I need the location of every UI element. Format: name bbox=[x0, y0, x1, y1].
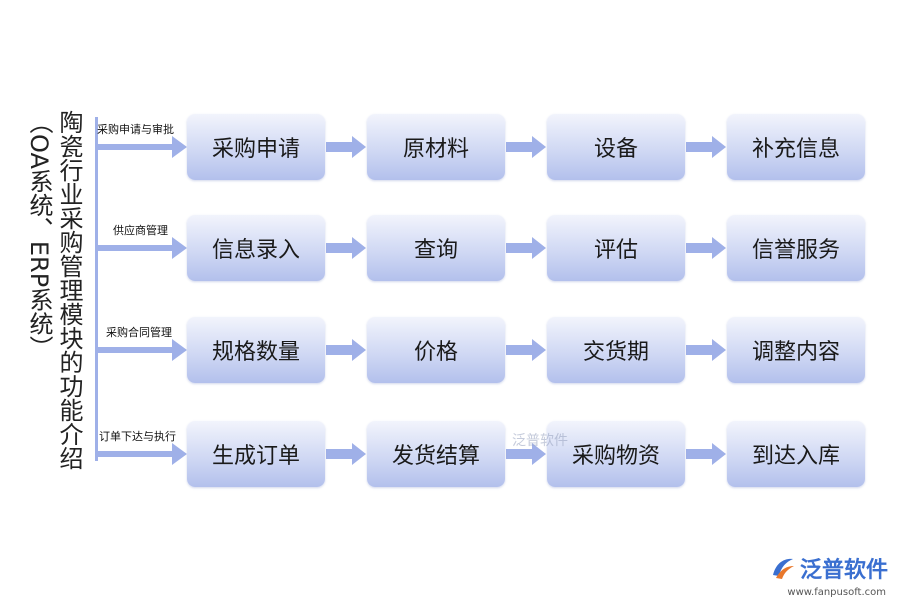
step-box-3-3: 交货期 bbox=[547, 317, 685, 383]
step-arrow-1-1 bbox=[326, 136, 366, 158]
branch-arrow-1 bbox=[96, 136, 187, 158]
step-box-1-3: 设备 bbox=[547, 114, 685, 180]
step-box-3-1: 规格数量 bbox=[187, 317, 325, 383]
branch-arrow-3 bbox=[96, 339, 187, 361]
branch-arrow-4 bbox=[96, 443, 187, 465]
connector-trunk bbox=[95, 117, 98, 461]
logo-url: www.fanpusoft.com bbox=[787, 587, 886, 598]
step-box-2-4: 信誉服务 bbox=[727, 215, 865, 281]
branch-label-1: 采购申请与审批 bbox=[97, 123, 174, 136]
step-arrow-2-2 bbox=[506, 237, 546, 259]
step-arrow-2-1 bbox=[326, 237, 366, 259]
step-box-4-3: 采购物资 bbox=[547, 421, 685, 487]
step-box-2-3: 评估 bbox=[547, 215, 685, 281]
branch-label-2: 供应商管理 bbox=[113, 224, 168, 237]
step-box-1-1: 采购申请 bbox=[187, 114, 325, 180]
step-arrow-3-1 bbox=[326, 339, 366, 361]
step-box-4-1: 生成订单 bbox=[187, 421, 325, 487]
step-box-2-2: 查询 bbox=[367, 215, 505, 281]
step-arrow-4-1 bbox=[326, 443, 366, 465]
step-box-1-4: 补充信息 bbox=[727, 114, 865, 180]
branch-arrow-2 bbox=[96, 237, 187, 259]
step-box-4-4: 到达入库 bbox=[727, 421, 865, 487]
step-arrow-4-2 bbox=[506, 443, 546, 465]
step-box-4-2: 发货结算 bbox=[367, 421, 505, 487]
branch-label-3: 采购合同管理 bbox=[106, 326, 172, 339]
step-arrow-2-3 bbox=[686, 237, 726, 259]
watermark-text: 泛普软件 bbox=[512, 433, 568, 449]
step-arrow-3-2 bbox=[506, 339, 546, 361]
step-box-2-1: 信息录入 bbox=[187, 215, 325, 281]
fanpu-logo-icon bbox=[772, 558, 794, 579]
step-arrow-3-3 bbox=[686, 339, 726, 361]
step-arrow-1-3 bbox=[686, 136, 726, 158]
step-box-1-2: 原材料 bbox=[367, 114, 505, 180]
step-box-3-4: 调整内容 bbox=[727, 317, 865, 383]
diagram-title: 陶瓷行业采购管理模块的功能介绍（OA系统、ERP系统） bbox=[25, 110, 83, 470]
brand-logo: 泛普软件 bbox=[770, 552, 888, 584]
step-box-3-2: 价格 bbox=[367, 317, 505, 383]
step-arrow-4-3 bbox=[686, 443, 726, 465]
branch-label-4: 订单下达与执行 bbox=[99, 430, 176, 443]
step-arrow-1-2 bbox=[506, 136, 546, 158]
logo-name: 泛普软件 bbox=[799, 558, 888, 583]
